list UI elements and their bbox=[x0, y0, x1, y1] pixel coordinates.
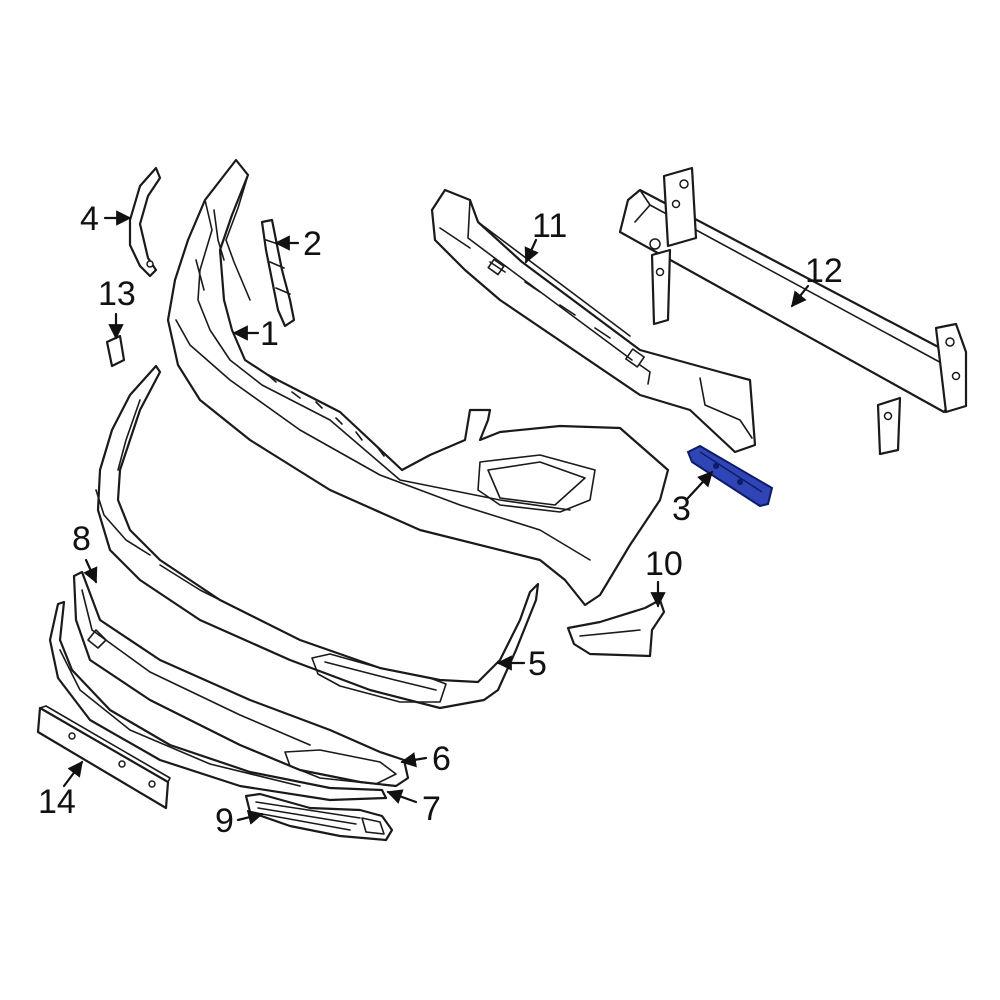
callout-14: 14 bbox=[38, 783, 76, 821]
callout-8: 8 bbox=[72, 520, 91, 558]
callout-1: 1 bbox=[260, 315, 279, 353]
callout-10: 10 bbox=[645, 545, 683, 583]
leader-11 bbox=[524, 238, 539, 264]
part-11-energy-absorber[interactable] bbox=[430, 188, 757, 454]
part-4-arch-bracket[interactable] bbox=[128, 166, 162, 278]
callout-9: 9 bbox=[215, 802, 234, 840]
callout-5: 5 bbox=[528, 645, 547, 683]
leader-8 bbox=[83, 558, 98, 584]
leader-9 bbox=[236, 809, 264, 825]
callout-7: 7 bbox=[422, 790, 441, 828]
part-6-lower-trim[interactable] bbox=[72, 570, 410, 788]
part-3-bracket-highlighted[interactable] bbox=[686, 444, 774, 508]
leader-12 bbox=[790, 284, 810, 308]
callout-2: 2 bbox=[303, 225, 322, 263]
part-7-spoiler-strip[interactable] bbox=[48, 600, 388, 802]
part-13-cap[interactable] bbox=[105, 334, 126, 368]
callout-labels: 1 2 3 4 5 6 7 8 9 10 11 12 13 14 bbox=[38, 200, 843, 840]
leader-7 bbox=[386, 789, 418, 804]
leader-3 bbox=[686, 470, 714, 500]
callout-11: 11 bbox=[532, 207, 567, 245]
callout-6: 6 bbox=[432, 740, 451, 778]
part-1-bumper-cover[interactable] bbox=[166, 158, 670, 607]
leader-14 bbox=[62, 760, 84, 788]
callout-3: 3 bbox=[672, 490, 691, 528]
callout-13: 13 bbox=[98, 275, 136, 313]
callout-leaders bbox=[62, 210, 810, 825]
part-12-reinforcement-beam[interactable] bbox=[618, 166, 968, 456]
part-10-corner-trim[interactable] bbox=[566, 598, 666, 658]
callout-4: 4 bbox=[80, 200, 99, 238]
part-5-lower-valance[interactable] bbox=[95, 364, 540, 710]
part-14-plate-bracket[interactable] bbox=[36, 705, 171, 810]
callout-12: 12 bbox=[805, 252, 843, 290]
part-9-grille-insert[interactable] bbox=[244, 792, 394, 842]
leader-6 bbox=[400, 752, 428, 768]
part-2-side-bracket[interactable] bbox=[260, 218, 296, 328]
